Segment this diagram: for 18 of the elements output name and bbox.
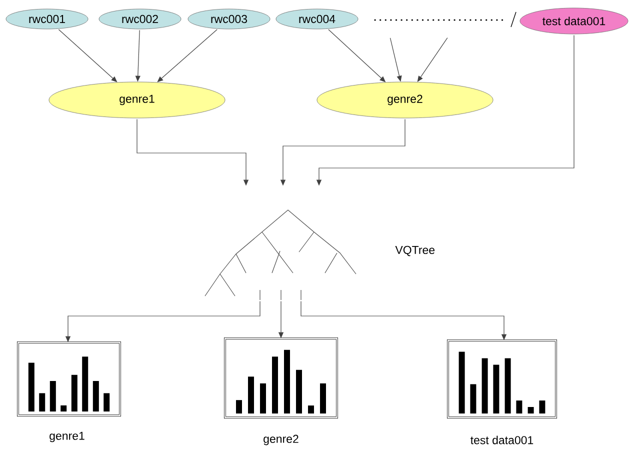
ellipse-node: rwc002 [98,8,182,30]
histogram-drawing [17,342,121,416]
histogram-drawing [224,338,338,418]
tree-drawing [204,210,356,300]
caption-text: VQTree [395,246,435,256]
ellipse-node: test data001 [520,8,628,34]
caption-text: test data001 [470,436,534,444]
arrow [58,29,118,82]
arrow [417,38,448,82]
ellipse-node: rwc003 [188,8,270,30]
ellipse-node: rwc004 [276,8,358,30]
caption-text: genre2 [264,434,298,446]
arrow [157,29,218,82]
caption-text: genre1 [50,432,84,442]
ellipse-node: genre1 [48,82,226,118]
histogram-drawing [447,340,557,418]
ellipse-node: rwc001 [6,8,88,30]
ellipse-node: genre2 [316,82,494,118]
